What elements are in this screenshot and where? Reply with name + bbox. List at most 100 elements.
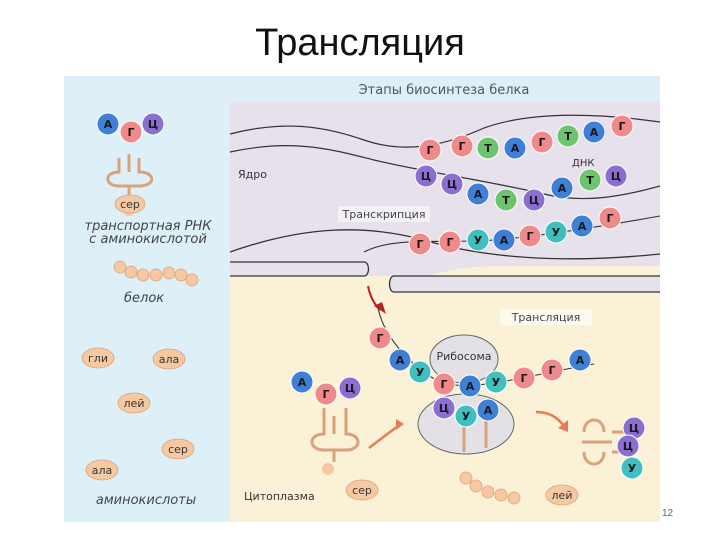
- nucleotide-letter: Г: [606, 212, 613, 225]
- nucleotide-bead: [578, 168, 602, 192]
- nucleotide-bead: [616, 434, 640, 458]
- nucleotide-bead: [604, 164, 628, 188]
- nucleotide-letter: А: [298, 376, 307, 389]
- nucleotide-bead: [570, 214, 594, 238]
- nucleotide-bead: [408, 232, 432, 256]
- aa-ala-1: ала: [159, 353, 180, 366]
- outgoing-trna-arrow-head: [558, 420, 568, 432]
- nucleotide-letter: Ц: [345, 382, 355, 395]
- nucleotide-letter: У: [552, 226, 561, 239]
- nuclear-envelope-pore-left: [230, 261, 370, 277]
- nucleotide-bead: [476, 136, 500, 160]
- nucleotide-bead: [620, 456, 644, 480]
- nucleotide-bead: [432, 396, 456, 420]
- nucleotide-letter: Т: [484, 142, 492, 155]
- free-trna-anchor: [322, 463, 334, 475]
- nucleotide-bead: [503, 136, 527, 160]
- nucleotide-letter: Г: [376, 332, 383, 345]
- nucleotide-bead: [556, 124, 580, 148]
- nucleotide-letter: А: [396, 354, 405, 367]
- nucleotide-bead: [141, 112, 165, 136]
- nucleotide-bead: [338, 376, 362, 400]
- nucleotide-bead: [368, 326, 392, 350]
- nucleotide-letter: Ц: [623, 440, 633, 453]
- nucleotide-letter: Т: [564, 130, 572, 143]
- nucleotide-letter: Ц: [447, 178, 457, 191]
- nucleotide-bead: [440, 172, 464, 196]
- nucleotide-bead: [512, 366, 536, 390]
- nucleotide-letter: У: [628, 462, 637, 475]
- transcription-label: Транскрипция: [342, 208, 426, 221]
- ribosome-label: Рибосома: [436, 350, 491, 363]
- export-arrow-head: [374, 302, 386, 314]
- nucleotide-letter: А: [466, 380, 475, 393]
- nucleotide-letter: А: [590, 126, 599, 139]
- nucleotide-letter: Г: [618, 120, 625, 133]
- nucleotide-letter: Г: [548, 364, 555, 377]
- cytoplasm-label: Цитоплазма: [244, 490, 315, 503]
- aa-lei-1: лей: [124, 397, 145, 410]
- nucleotide-letter: Г: [322, 388, 329, 401]
- nucleotide-letter: Ц: [148, 118, 158, 131]
- nucleotide-letter: А: [511, 142, 520, 155]
- nucleotide-letter: А: [474, 188, 483, 201]
- trna-caption-line1: транспортная РНК: [85, 219, 213, 234]
- dna-label: ДНК: [572, 158, 594, 169]
- nucleotide-letter: У: [462, 410, 471, 423]
- nucleotide-bead: [119, 120, 143, 144]
- trna-shapes: [106, 154, 624, 466]
- amino-acid-blobs: [81, 194, 579, 506]
- page-number: 12: [662, 508, 674, 519]
- nucleus-label: Ядро: [238, 168, 267, 181]
- incoming-trna-arrow-head: [396, 419, 404, 430]
- nucleotide-bead: [530, 130, 554, 154]
- nucleotide-letter: Г: [446, 236, 453, 249]
- nucleotide-bead: [408, 360, 432, 384]
- nucleotide-bead: [388, 348, 412, 372]
- nucleotide-bead: [550, 176, 574, 200]
- nucleotide-letter: А: [104, 118, 113, 131]
- nucleotide-letter: Г: [520, 372, 527, 385]
- translation-label: Трансляция: [511, 311, 581, 324]
- nucleotide-bead: [438, 230, 462, 254]
- nucleotide-bead: [610, 114, 634, 138]
- nucleotide-letter: Г: [440, 378, 447, 391]
- protein-label: белок: [124, 291, 164, 306]
- polypeptide-chain: [459, 471, 521, 505]
- nucleotide-letter: Г: [538, 136, 545, 149]
- aa-gli: гли: [88, 352, 108, 365]
- aa-lei-bottom: лей: [552, 489, 573, 502]
- nucleotide-bead: [540, 358, 564, 382]
- nucleotide-letter: А: [578, 220, 587, 233]
- nucleotide-letter: А: [484, 404, 493, 417]
- nucleotide-bead: [494, 188, 518, 212]
- slide-title: Трансляция: [255, 22, 465, 64]
- nucleotide-letter: Ц: [439, 402, 449, 415]
- nucleotide-letter: У: [416, 366, 425, 379]
- nucleotide-letter: Г: [426, 144, 433, 157]
- trna-caption-line2: с аминокислотой: [89, 232, 207, 247]
- nucleotide-letter: А: [558, 182, 567, 195]
- incoming-trna-arrow: [368, 425, 399, 449]
- header-bar: [230, 76, 660, 102]
- nucleotide-letter: У: [492, 376, 501, 389]
- outgoing-trna-arrow: [535, 410, 565, 427]
- aa-ala-2: ала: [92, 464, 113, 477]
- nucleotide-letter: Ц: [611, 170, 621, 183]
- nucleotide-bead: [518, 224, 542, 248]
- nucleotide-letter: Г: [526, 230, 533, 243]
- nucleotide-letter: Ц: [421, 170, 431, 183]
- nucleotide-letter: Ц: [629, 422, 639, 435]
- nucleotide-bead: [454, 404, 478, 428]
- nucleotide-bead: [458, 374, 482, 398]
- nucleotide-bead: [96, 112, 120, 136]
- aa-ser-bottom: сер: [352, 484, 372, 497]
- nucleotide-bead: [466, 228, 490, 252]
- nucleotide-letter: У: [474, 234, 483, 247]
- aa-ser-trna: сер: [120, 198, 140, 211]
- dna-strand-bottom: [229, 145, 660, 200]
- nucleotide-bead: [598, 206, 622, 230]
- nucleotide-letter: Т: [502, 194, 510, 207]
